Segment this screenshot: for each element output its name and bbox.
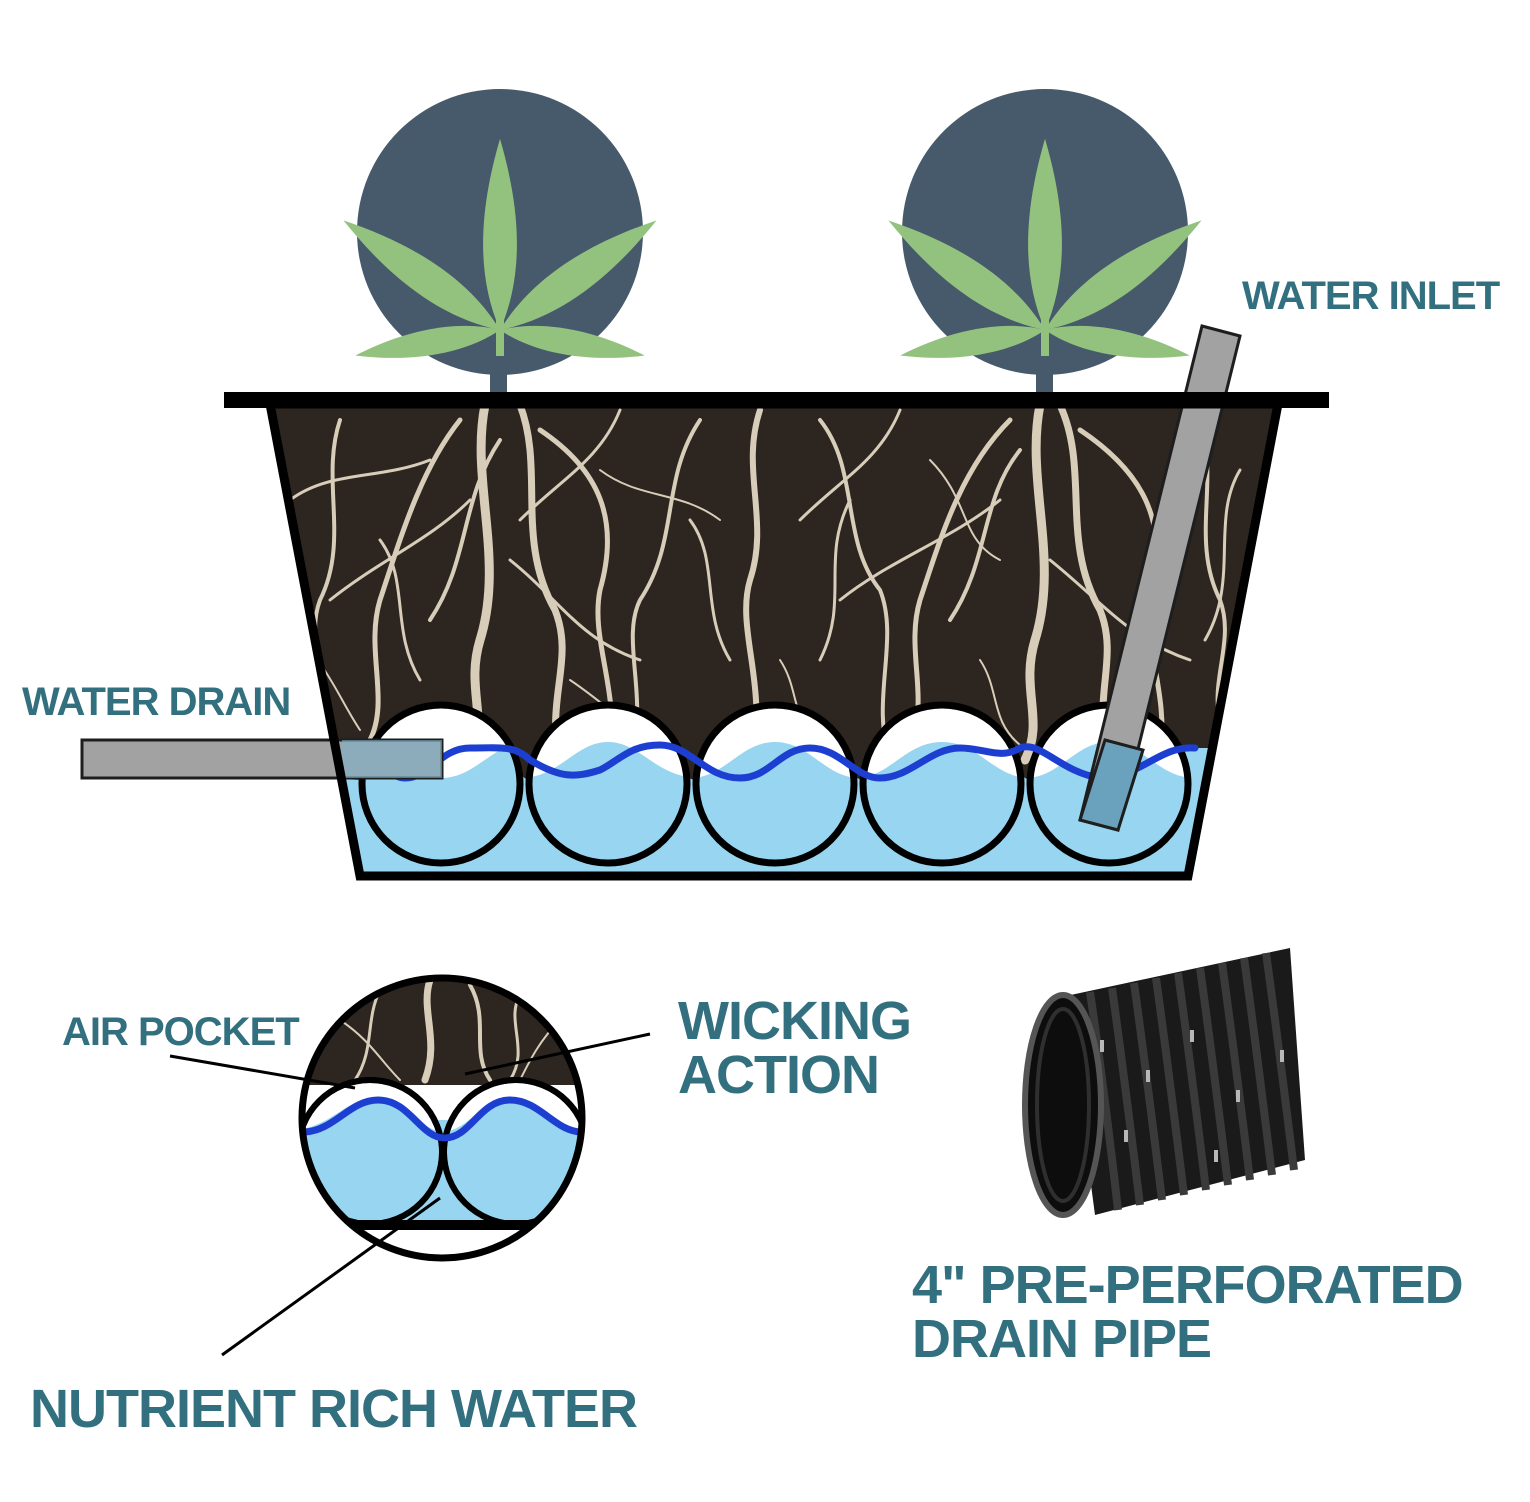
pipe-opening bbox=[1022, 992, 1104, 1218]
plant-left bbox=[333, 89, 667, 400]
plant-right bbox=[878, 89, 1212, 400]
nutrient-leader bbox=[221, 1196, 441, 1357]
wicking-action-line-1: WICKING bbox=[678, 991, 912, 1051]
water-drain-label: WATER DRAIN bbox=[22, 680, 291, 724]
pipe-circles bbox=[358, 701, 1192, 867]
water-inlet-pipe bbox=[1078, 324, 1242, 832]
air-pocket-label: AIR POCKET bbox=[62, 1010, 300, 1054]
water-level-line bbox=[338, 741, 1199, 782]
leader-lines bbox=[169, 1032, 651, 1357]
drain-pipe-line-1: 4" PRE-PERFORATED bbox=[912, 1255, 1464, 1315]
wicking-leader bbox=[464, 1032, 651, 1076]
wicking-action-line-2: ACTION bbox=[678, 1045, 880, 1105]
air-pocket-leader bbox=[169, 1054, 356, 1090]
drain-pipe-line-2: DRAIN PIPE bbox=[912, 1309, 1212, 1369]
nutrient-rich-water-label: NUTRIENT RICH WATER bbox=[30, 1379, 638, 1439]
wicking-action-label: WICKING ACTION bbox=[678, 991, 912, 1105]
drain-pipe-label: 4" PRE-PERFORATED DRAIN PIPE bbox=[912, 1255, 1464, 1369]
wicking-inset bbox=[298, 974, 586, 1262]
bed-rim bbox=[224, 392, 1329, 408]
water-inlet-label: WATER INLET bbox=[1242, 274, 1500, 318]
corrugated-pipe-icon bbox=[1022, 948, 1305, 1218]
